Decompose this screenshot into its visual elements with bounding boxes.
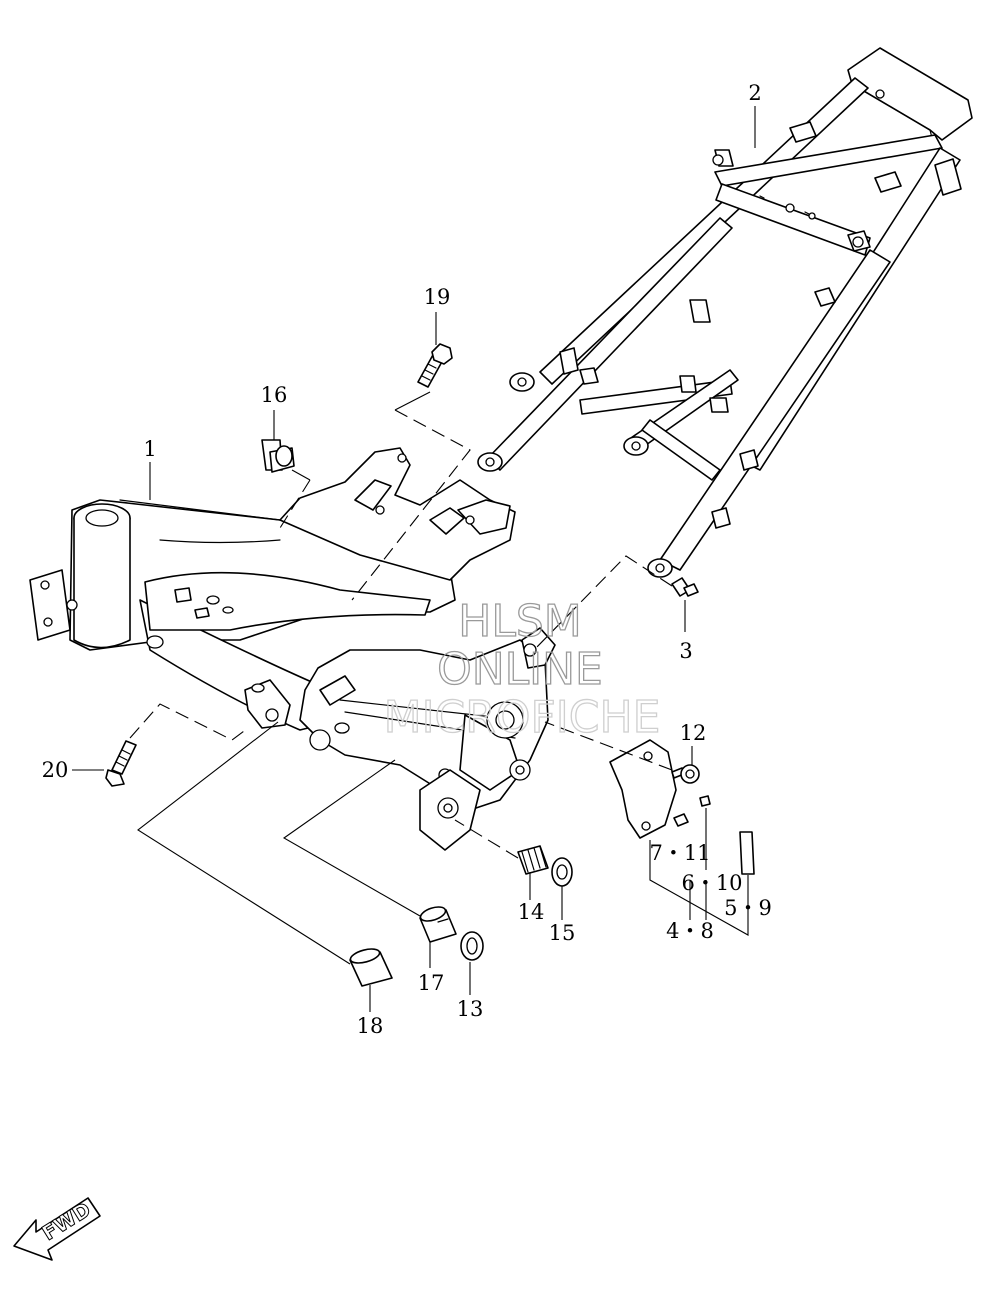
- bushing-17: [419, 906, 457, 943]
- bolt-20: [105, 740, 137, 787]
- callout-4-8: 4・8: [666, 919, 714, 943]
- callout-17: 17: [418, 971, 445, 995]
- callout-1: 1: [143, 437, 156, 461]
- seat-rail-subframe: [477, 47, 973, 578]
- watermark-line-2: ONLINE: [437, 644, 603, 695]
- main-frame: [29, 447, 556, 851]
- callout-7-11: 7・11: [649, 841, 710, 865]
- callouts: 1 2 3 4・8 5・9 6・10 7・11 12 13 14 15 16 1…: [42, 81, 772, 1038]
- callout-5-9: 5・9: [724, 896, 772, 920]
- nut-13: [460, 931, 484, 961]
- watermark-line-3: MICROFICHE: [384, 692, 661, 743]
- callout-18: 18: [357, 1014, 384, 1038]
- nut-15: [551, 857, 573, 887]
- adjuster-14: [517, 845, 549, 875]
- chain-guard-plate: [609, 739, 755, 875]
- watermark-line-1: HLSM: [458, 596, 582, 647]
- leader-lines: [72, 106, 756, 1012]
- bolt-19: [417, 343, 453, 388]
- callout-3: 3: [679, 639, 692, 663]
- callout-2: 2: [748, 81, 761, 105]
- callout-19: 19: [424, 285, 451, 309]
- spacer-18: [349, 948, 393, 987]
- forward-arrow: FWD: [13, 1197, 101, 1261]
- callout-15: 15: [549, 921, 576, 945]
- collar-16: [261, 439, 295, 473]
- callout-16: 16: [261, 383, 288, 407]
- forward-arrow-icon: [13, 1197, 101, 1261]
- bolt-12: [671, 764, 700, 784]
- watermark: HLSM ONLINE MICROFICHE: [383, 595, 661, 743]
- bolt-3: [671, 577, 699, 597]
- callout-20: 20: [42, 758, 69, 782]
- callout-12: 12: [680, 721, 707, 745]
- callout-14: 14: [518, 900, 545, 924]
- callout-13: 13: [457, 997, 484, 1021]
- callout-6-10: 6・10: [681, 871, 742, 895]
